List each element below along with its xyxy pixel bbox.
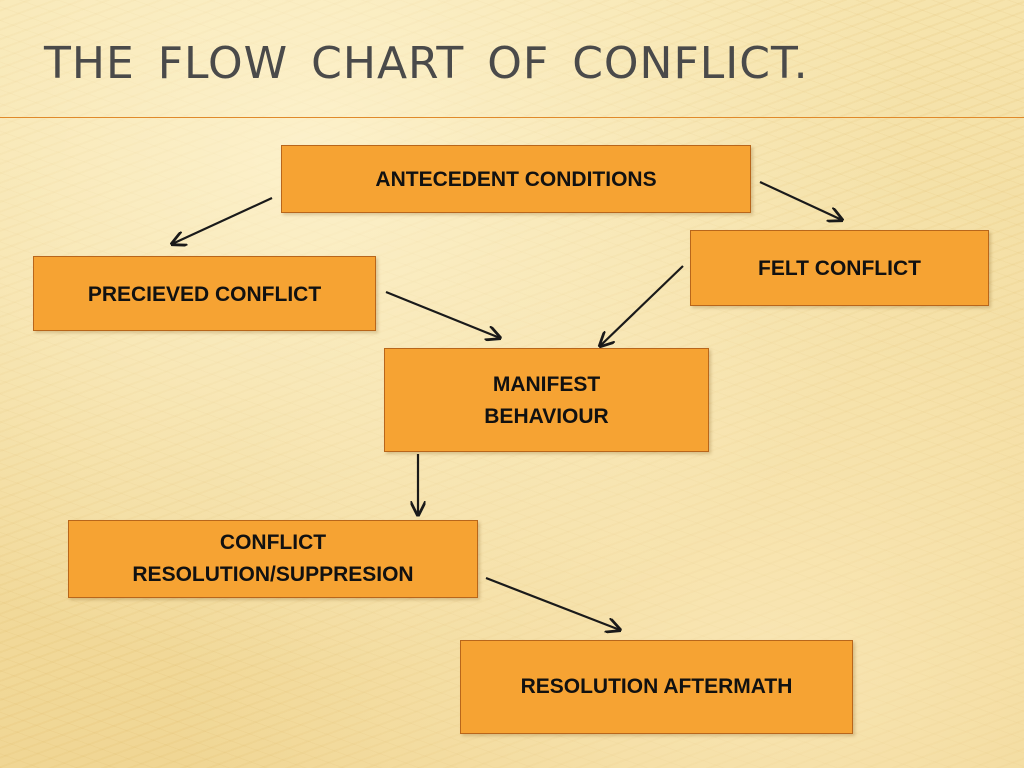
node-felt-label: FELT CONFLICT bbox=[758, 257, 921, 280]
node-manifest-behaviour: MANIFEST BEHAVIOUR bbox=[384, 348, 709, 452]
arrow-resolution-to-aftermath bbox=[485, 576, 620, 630]
arrow-perceived-to-manifest bbox=[385, 290, 500, 338]
arrow-felt-to-manifest bbox=[600, 265, 684, 346]
node-resolution-aftermath: RESOLUTION AFTERMATH bbox=[460, 640, 853, 734]
node-aftermath-label: RESOLUTION AFTERMATH bbox=[520, 675, 793, 698]
node-perceived-conflict: PRECIEVED CONFLICT bbox=[33, 256, 376, 331]
node-resolution-label-line1: CONFLICT bbox=[219, 531, 327, 554]
arrow-antecedent-to-perceived bbox=[172, 197, 273, 244]
node-antecedent-label: ANTECEDENT CONDITIONS bbox=[375, 168, 657, 191]
node-conflict-resolution: CONFLICT RESOLUTION/SUPPRESION bbox=[68, 520, 478, 598]
node-manifest-label-line2: BEHAVIOUR bbox=[484, 405, 609, 428]
node-felt-conflict: FELT CONFLICT bbox=[690, 230, 989, 306]
node-manifest-label-line1: MANIFEST bbox=[492, 373, 601, 396]
node-resolution-label-line2: RESOLUTION/SUPPRESION bbox=[132, 563, 414, 586]
arrow-antecedent-to-felt bbox=[759, 181, 842, 220]
title-divider bbox=[0, 117, 1024, 118]
node-antecedent-conditions: ANTECEDENT CONDITIONS bbox=[281, 145, 751, 213]
slide-title: THE FLOW CHART OF CONFLICT. bbox=[44, 38, 809, 89]
node-perceived-label: PRECIEVED CONFLICT bbox=[87, 283, 322, 306]
